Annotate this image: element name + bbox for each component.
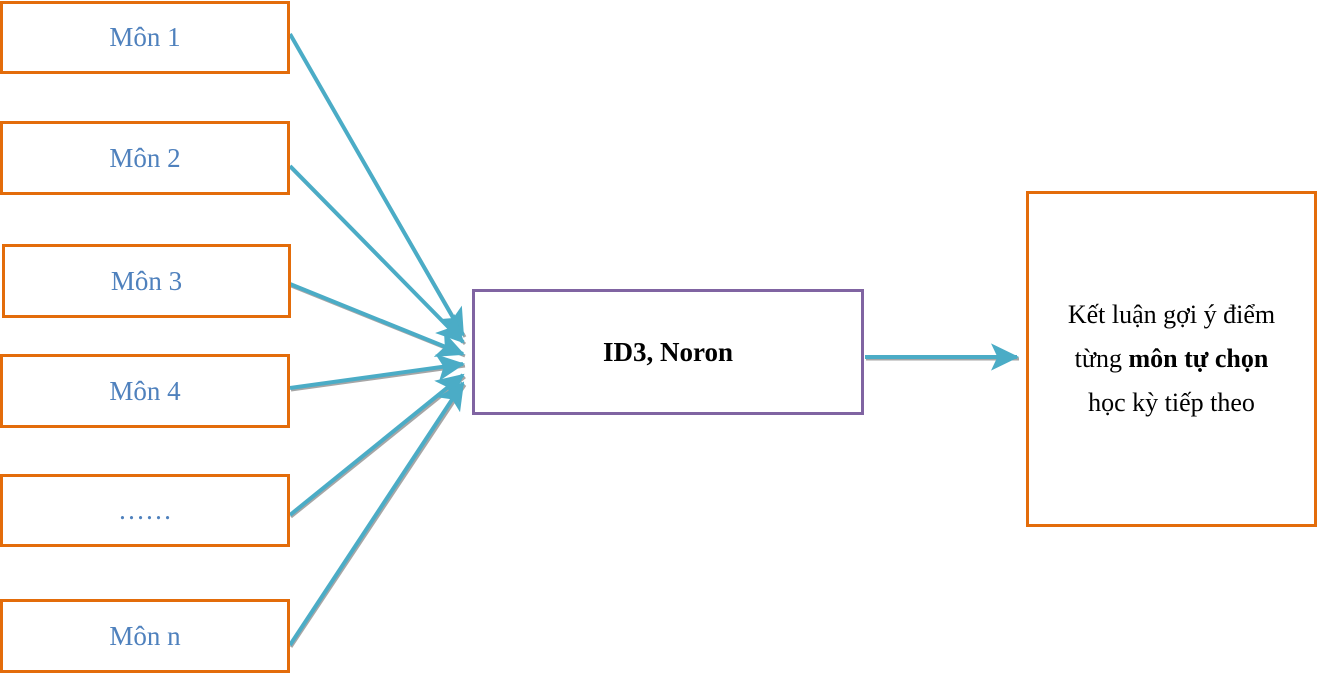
input-box-1: Môn 1 xyxy=(0,1,290,74)
model-box: ID3, Noron xyxy=(472,289,864,415)
arrow-monn-to-model xyxy=(288,381,465,647)
arrow-mon4-to-model xyxy=(289,354,465,390)
arrow-mon2-to-model xyxy=(288,164,465,344)
input-box-ellipsis: …… xyxy=(0,474,290,547)
output-box: Kết luận gợi ý điểm từng môn tự chọn học… xyxy=(1026,191,1317,527)
output-text: Kết luận gợi ý điểm từng môn tự chọn học… xyxy=(1068,293,1275,425)
input-label-4: Môn 4 xyxy=(109,375,181,406)
input-label-n: Môn n xyxy=(109,620,181,651)
arrow-ellipsis-to-model-shadow xyxy=(290,375,466,519)
output-line-2-prefix: từng xyxy=(1074,344,1122,373)
input-box-2: Môn 2 xyxy=(0,121,290,195)
output-line-2: từng môn tự chọn xyxy=(1068,337,1275,381)
input-box-4: Môn 4 xyxy=(0,354,290,428)
arrow-monn-to-model-shadow xyxy=(289,384,467,648)
arrow-mon4-to-model-shadow xyxy=(290,364,466,392)
arrow-mon3-to-model xyxy=(289,282,465,357)
output-line-2-bold: môn tự chọn xyxy=(1128,344,1269,373)
arrow-ellipsis-to-model xyxy=(288,373,465,517)
arrow-mon1-to-model xyxy=(288,33,465,337)
input-label-ellipsis: …… xyxy=(118,495,172,525)
input-label-1: Môn 1 xyxy=(109,22,181,52)
output-line-1: Kết luận gợi ý điểm xyxy=(1067,300,1276,329)
model-label: ID3, Noron xyxy=(602,336,734,367)
output-line-3: học kỳ tiếp theo xyxy=(1088,388,1255,417)
input-box-n: Môn n xyxy=(0,599,290,673)
input-box-3: Môn 3 xyxy=(2,244,291,318)
input-label-3: Môn 3 xyxy=(110,265,183,296)
input-label-2: Môn 2 xyxy=(109,142,181,173)
